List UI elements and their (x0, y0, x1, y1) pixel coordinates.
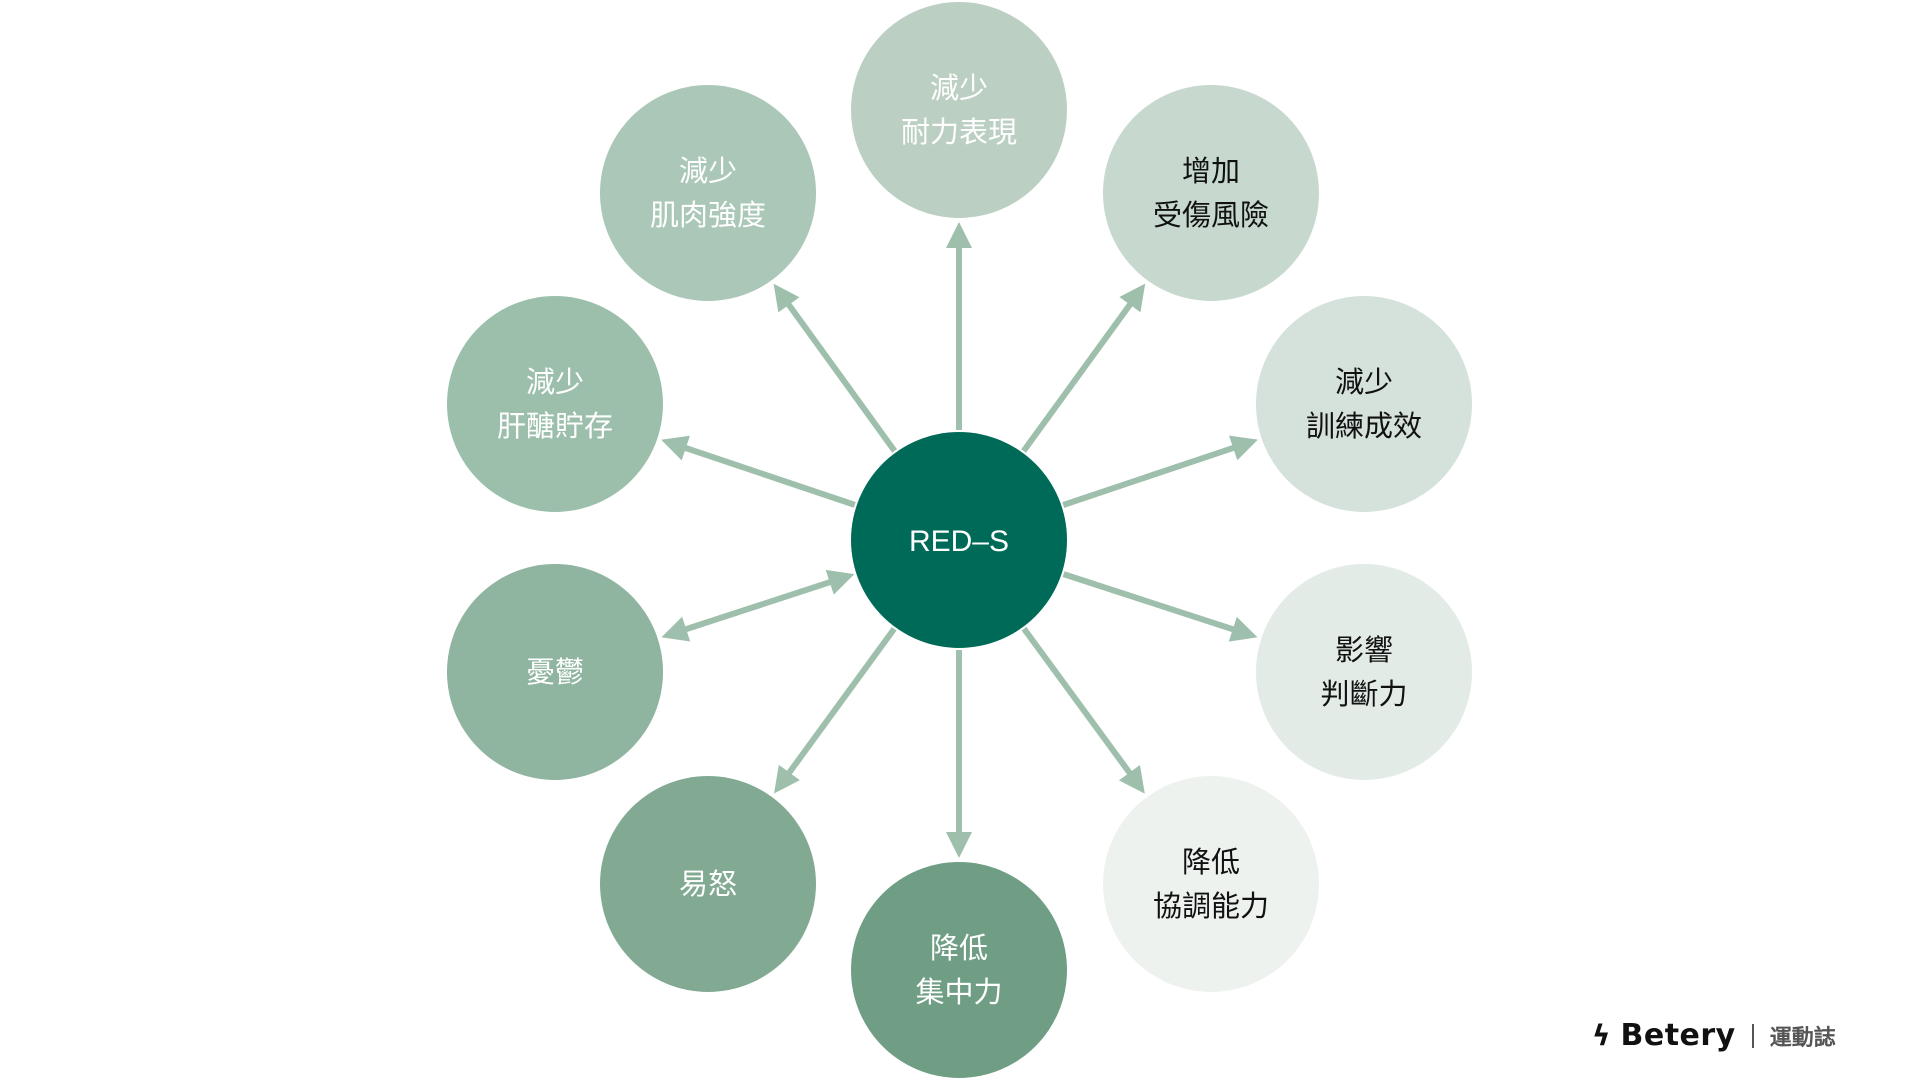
center-label: RED–S (909, 525, 1009, 558)
arrowhead (946, 832, 972, 858)
arrow-line (784, 299, 897, 453)
effect-label: 受傷風險 (1153, 198, 1269, 232)
logo-subtitle: 運動誌 (1769, 1025, 1836, 1051)
arrows (661, 222, 1258, 858)
effect-circle (1103, 85, 1319, 301)
effect-circle (1103, 776, 1319, 992)
arrow (661, 435, 856, 508)
arrow-line (1021, 299, 1135, 453)
effect-label: 降低 (930, 931, 988, 965)
effect-label: 判斷力 (1320, 677, 1407, 711)
arrow-line (1062, 571, 1238, 634)
logo-divider (1751, 1023, 1754, 1048)
center-circle (851, 432, 1067, 648)
arrow-line (1021, 626, 1135, 778)
effect-label: 降低 (1182, 845, 1240, 879)
effect-circle (600, 776, 816, 992)
bolt-icon: ϟ (1592, 1019, 1611, 1052)
effect-label: 協調能力 (1153, 889, 1269, 923)
arrowhead (774, 764, 800, 794)
arrow (661, 569, 855, 642)
arrowhead (825, 569, 855, 595)
effect-label: 減少 (526, 365, 584, 399)
effect-label: 影響 (1335, 633, 1393, 667)
effect-circle (1256, 564, 1472, 780)
effect-node: 易怒 (600, 776, 816, 992)
effect-label: 訓練成效 (1306, 409, 1422, 443)
effect-label: 肝醣貯存 (497, 409, 613, 443)
arrowhead (661, 616, 691, 642)
arrowhead (773, 283, 800, 313)
effect-label: 增加 (1182, 154, 1240, 188)
effect-circle (600, 85, 816, 301)
effect-circle (1256, 296, 1472, 512)
arrowhead (1228, 616, 1258, 642)
arrow (1062, 571, 1258, 642)
arrow (774, 627, 897, 794)
arrow-line (1062, 443, 1238, 508)
effect-label: 減少 (679, 154, 737, 188)
effect-label: 憂鬱 (526, 655, 584, 689)
logo-brand: Betery (1620, 1018, 1736, 1053)
arrowhead (661, 435, 690, 461)
center-node: RED–S (851, 432, 1067, 648)
logo: ϟ Betery 運動誌 (1592, 1018, 1836, 1053)
effect-circle (851, 2, 1067, 218)
arrow-line (681, 443, 856, 508)
arrowhead (946, 222, 972, 248)
arrow (946, 222, 972, 430)
effect-label: 易怒 (679, 867, 737, 901)
arrowhead (1118, 764, 1145, 794)
arrow (1062, 435, 1258, 508)
arrow (773, 283, 897, 453)
effect-label: 肌肉強度 (650, 198, 766, 232)
effect-circle (851, 862, 1067, 1078)
nodes: 減少耐力表現增加受傷風險減少訓練成效影響判斷力降低協調能力降低集中力易怒憂鬱減少… (447, 2, 1472, 1078)
arrow (1021, 626, 1145, 794)
arrowhead (1229, 435, 1258, 461)
effect-label: 減少 (1335, 365, 1393, 399)
effect-label: 減少 (930, 71, 988, 105)
effect-circle (447, 564, 663, 780)
arrowhead (1119, 283, 1146, 313)
arrow-line (784, 627, 897, 778)
effect-node: 憂鬱 (447, 564, 663, 780)
arrow (1021, 283, 1146, 453)
arrow (946, 650, 972, 858)
effect-label: 集中力 (915, 975, 1002, 1009)
effect-label: 耐力表現 (901, 115, 1017, 149)
effect-circle (447, 296, 663, 512)
arrow-line (681, 578, 835, 634)
